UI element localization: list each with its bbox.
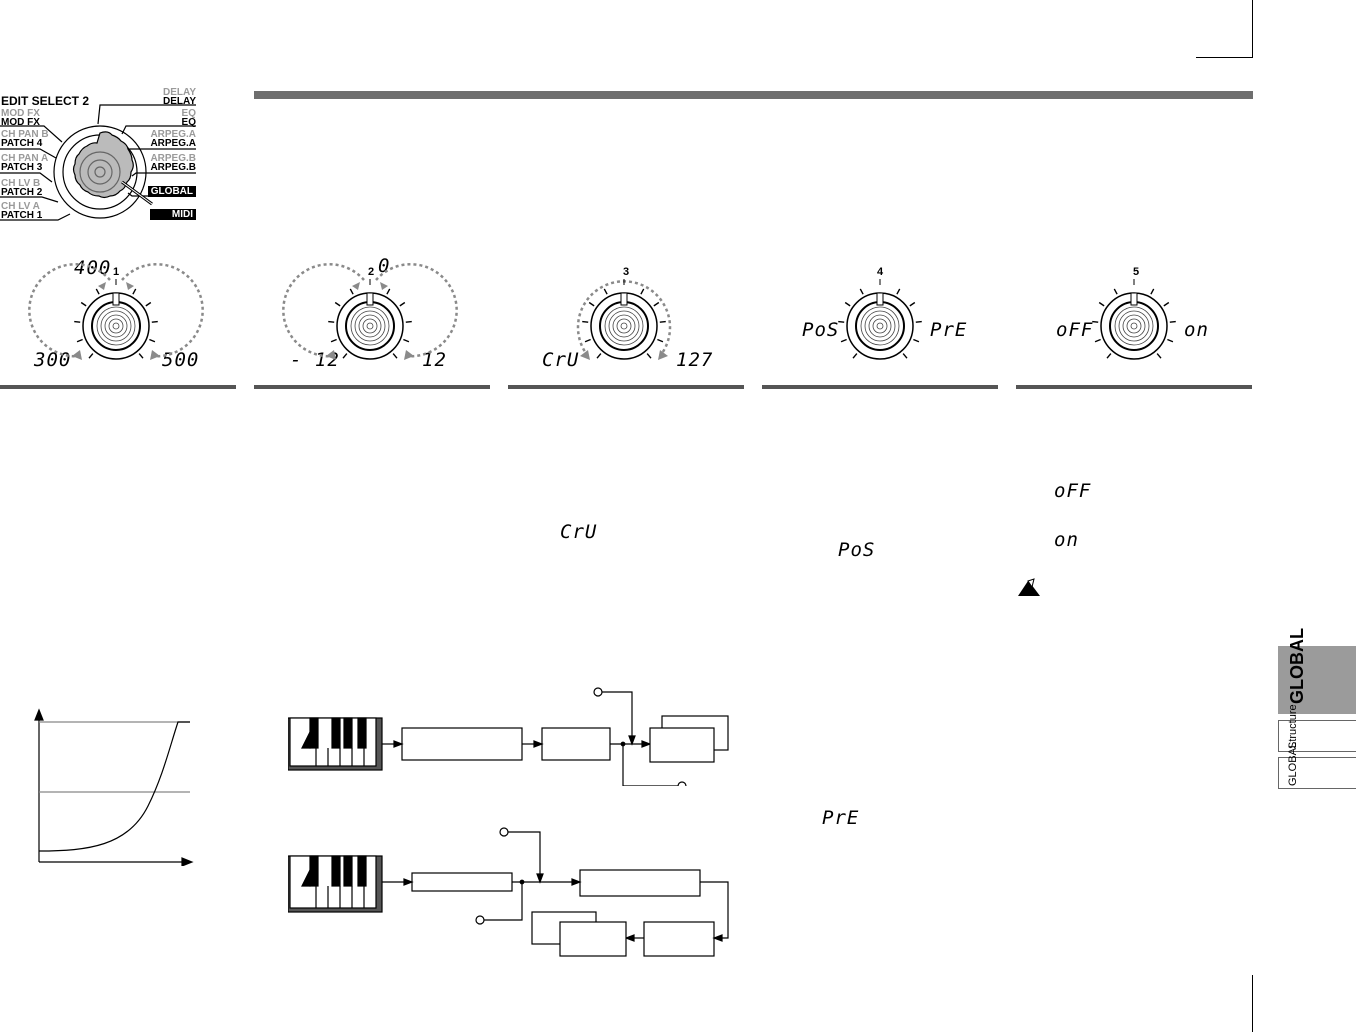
signal-flow-diagram-1 (288, 687, 729, 786)
edit-select-panel: EDIT SELECT 2 MOD FX MOD FX CH PAN B PAT… (0, 86, 200, 226)
knob-5-right-value: on (1184, 319, 1209, 341)
arpeg-a-lower-label: ARPEG.A (150, 138, 196, 149)
inline-pos-display: PoS (838, 539, 876, 561)
knob-3-number: 3 (622, 266, 630, 278)
caution-icon (1018, 578, 1040, 596)
arpeg-b-lower-label: ARPEG.B (150, 162, 196, 173)
eq-lower-label: EQ (181, 117, 196, 128)
arpeg-a-upper-label: ARPEG.A (150, 129, 196, 140)
knob-4-left-value: PoS (802, 319, 840, 341)
ch-pan-b-label: CH PAN B (1, 129, 49, 140)
delay-lower-label: DELAY (163, 96, 196, 107)
inline-pre-display: PrE (822, 807, 860, 829)
tab-global-small-label: GLOBAL (1287, 741, 1299, 786)
global-selected-label: GLOBAL (147, 186, 196, 197)
inline-crv-display: CrU (560, 521, 598, 543)
patch2-label: PATCH 2 (1, 187, 43, 198)
knob-3-group: 3 CrU 127 (508, 250, 748, 380)
knob-5-number: 5 (1132, 266, 1140, 278)
crop-mark-bottom-vertical (1252, 975, 1253, 1032)
inline-off-display: oFF (1054, 480, 1092, 502)
separator-4 (762, 385, 998, 389)
knob-3-right-value: 127 (676, 349, 714, 371)
knob-2-top-value: 0 (378, 255, 391, 277)
knob-4-group: 4 PoS PrE (762, 250, 1002, 380)
tab-global-small[interactable]: GLOBAL (1278, 742, 1356, 789)
crop-mark-top-vertical (1252, 0, 1253, 58)
section-header-bar (254, 91, 1253, 99)
patch4-label: PATCH 4 (1, 138, 43, 149)
tab-structure[interactable]: Structure (1278, 704, 1356, 752)
arpeg-b-upper-label: ARPEG.B (150, 153, 196, 164)
knob-1-number: 1 (112, 266, 120, 278)
knob-dials (28, 262, 1177, 360)
mod-fx-upper-label: MOD FX (1, 108, 40, 119)
midi-selected-label: MIDI (149, 209, 196, 220)
delay-upper-label: DELAY (163, 87, 196, 98)
knob-2-number: 2 (367, 266, 375, 278)
mod-fx-lower-label: MOD FX (1, 117, 40, 128)
separator-2 (254, 385, 490, 389)
tab-global-active-label: GLOBAL (1287, 628, 1307, 704)
signal-flow-diagram-2 (288, 827, 729, 957)
ch-pan-a-label: CH PAN A (1, 153, 49, 164)
inline-on-display: on (1054, 529, 1079, 551)
tab-global-active[interactable]: GLOBAL (1278, 628, 1356, 714)
ch-lv-a-label: CH LV A (1, 201, 40, 212)
knob-5-group: 5 oFF on (1016, 250, 1256, 380)
eq-upper-label: EQ (181, 108, 196, 119)
separator-5 (1016, 385, 1252, 389)
separator-1 (0, 385, 236, 389)
patch3-label: PATCH 3 (1, 162, 43, 173)
separator-3 (508, 385, 744, 389)
knob-4-number: 4 (876, 266, 884, 278)
knob-3-left-value: CrU (542, 349, 580, 371)
knob-5-left-value: oFF (1056, 319, 1094, 341)
ch-lv-b-label: CH LV B (1, 178, 41, 189)
knob-1-top-value: 400 (74, 257, 112, 279)
edit-select-knob-diagram (0, 104, 196, 221)
patch1-label: PATCH 1 (1, 210, 43, 221)
crop-mark-top-horizontal (1196, 57, 1253, 58)
knob-2-right-value: 12 (422, 349, 447, 371)
velocity-curve-graph (34, 708, 194, 866)
edit-select-title: EDIT SELECT 2 (1, 94, 90, 108)
knob-4-right-value: PrE (930, 319, 968, 341)
